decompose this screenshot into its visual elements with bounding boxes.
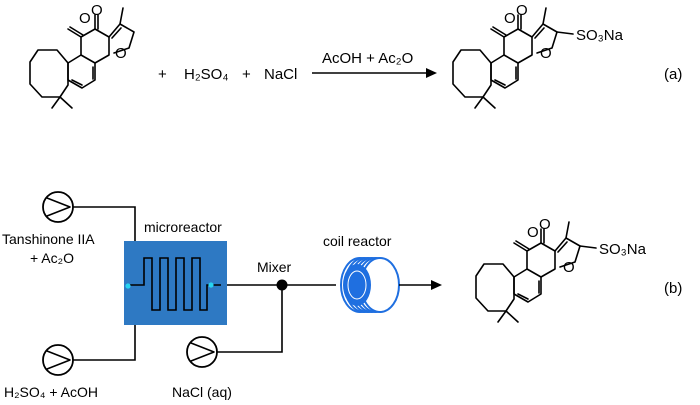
microreactor-inlet-junction: [125, 283, 131, 289]
coil-reactor: [340, 257, 400, 313]
product-arrow-head: [431, 280, 442, 290]
carbonyl-oxygen-label: O: [91, 2, 103, 19]
mixer-label: Mixer: [257, 259, 292, 275]
feed-3-tubing: [217, 285, 283, 353]
microreactor-label: microreactor: [144, 219, 222, 235]
reaction-arrow-head: [426, 68, 437, 78]
feed-3-label: NaCl (aq): [172, 384, 232, 400]
plus-sign: +: [242, 66, 251, 83]
panel-label-a: (a): [664, 66, 682, 83]
furan-oxygen-label: O: [540, 45, 552, 62]
carbonyl-oxygen-label: O: [527, 224, 539, 241]
panel-label-b: (b): [664, 280, 682, 297]
carbonyl-oxygen-label: O: [539, 216, 551, 233]
reaction-a: O O O + H₂SO₄ + NaCl AcOH + Ac₂O O O O S…: [29, 2, 682, 109]
microreactor-channel: [130, 257, 221, 311]
pump-3: [186, 336, 218, 368]
feed-1-label-line2: + Ac₂O: [30, 250, 74, 266]
feed-2-label: H₂SO₄ + AcOH: [4, 384, 98, 400]
plus-sign: +: [158, 66, 167, 83]
carbonyl-oxygen-label: O: [516, 2, 528, 19]
sodium-tanshinone-sulfonate-structure: [452, 7, 574, 109]
sodium-chloride-reagent: NaCl: [264, 66, 297, 83]
furan-oxygen-label: O: [563, 259, 575, 276]
sulfonate-group-label: SO₃Na: [599, 241, 647, 258]
pump-2: [42, 344, 74, 376]
carbonyl-oxygen-label: O: [79, 10, 91, 27]
sulfuric-acid-reagent: H₂SO₄: [184, 66, 228, 83]
carbonyl-oxygen-label: O: [504, 10, 516, 27]
furan-oxygen-label: O: [115, 45, 127, 62]
coil-reactor-label: coil reactor: [323, 233, 392, 249]
sulfonate-group-label: SO₃Na: [576, 27, 624, 44]
feed-1-label: Tanshinone IIA: [2, 231, 95, 247]
microreactor-outlet: [208, 282, 214, 288]
reaction-conditions: AcOH + Ac₂O: [322, 50, 413, 67]
flow-setup-b: Tanshinone IIA + Ac₂O H₂SO₄ + AcOH micro…: [2, 191, 682, 400]
pump-1: [42, 191, 74, 223]
product-structure-b: [475, 221, 597, 323]
